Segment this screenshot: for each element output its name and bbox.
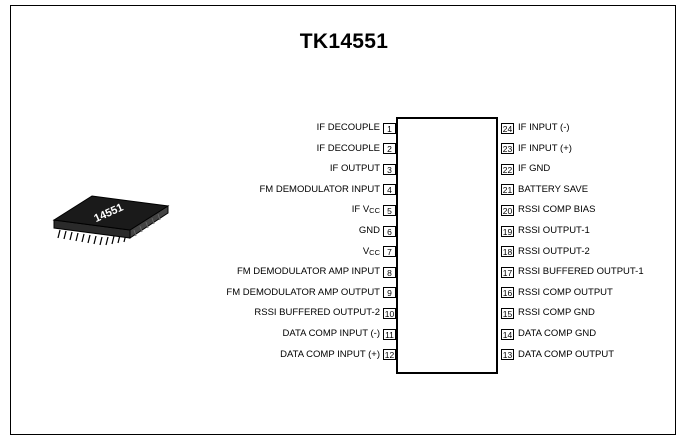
package-top <box>52 195 170 231</box>
pin-label-3: IF OUTPUT <box>330 163 380 175</box>
pin-number-24: 24 <box>501 122 514 134</box>
pin-number-6: 6 <box>383 225 396 237</box>
pin-label-13: DATA COMP OUTPUT <box>518 348 615 360</box>
pin-number-11: 11 <box>383 328 396 340</box>
pin-number-16: 16 <box>501 287 514 299</box>
package-illustration: 14551 <box>52 195 170 246</box>
pin-label-text: DATA COMP INPUT (-) <box>282 328 380 339</box>
pin-label-23: IF INPUT (+) <box>518 142 572 154</box>
package-pins-back <box>133 213 161 237</box>
pin-label-1: IF DECOUPLE <box>317 122 380 134</box>
pin-label-text: FM DEMODULATOR INPUT <box>259 183 380 195</box>
pin-number-18: 18 <box>501 246 514 258</box>
pin-label-text: FM DEMODULATOR AMP OUTPUT <box>226 286 380 298</box>
pin-label-15: RSSI COMP GND <box>518 307 595 319</box>
pin-label-22: IF GND <box>518 163 551 175</box>
pin-label-text: IF OUTPUT <box>329 163 380 175</box>
pin-label-text: DATA COMP INPUT (+) <box>280 348 380 360</box>
pin-number-20: 20 <box>501 204 514 216</box>
pin-label-18: RSSI OUTPUT-2 <box>518 245 590 257</box>
pin-number-1: 1 <box>383 122 396 134</box>
chip-body <box>396 117 498 374</box>
pin-number-15: 15 <box>501 307 514 319</box>
pin-label-text: GND <box>358 225 380 236</box>
pin-label-4: FM DEMODULATOR INPUT <box>259 184 380 196</box>
pin-label-text: V <box>362 245 370 257</box>
pin-label-20: RSSI COMP BIAS <box>518 204 596 216</box>
chip-title: TK14551 <box>299 30 389 53</box>
pin-label-text: FM DEMODULATOR AMP INPUT <box>236 266 380 278</box>
pin-label-21: BATTERY SAVE <box>518 183 589 195</box>
pin-label-text: IF DECOUPLE <box>316 122 380 133</box>
pin-label-17: RSSI BUFFERED OUTPUT-1 <box>518 266 644 278</box>
pin-number-23: 23 <box>501 143 514 155</box>
pin-label-9: FM DEMODULATOR AMP OUTPUT <box>226 287 380 299</box>
pin-number-4: 4 <box>383 184 396 196</box>
pin-number-9: 9 <box>383 287 396 299</box>
pin-label-8: FM DEMODULATOR AMP INPUT <box>237 266 380 278</box>
pin-number-10: 10 <box>383 307 396 319</box>
pin-label-12: DATA COMP INPUT (+) <box>280 349 380 361</box>
pin-label-6: GND <box>359 225 380 237</box>
pin-number-13: 13 <box>501 349 514 361</box>
pin-number-21: 21 <box>501 184 514 196</box>
pin-label-7: VCC <box>363 246 380 259</box>
pin-label-14: DATA COMP GND <box>518 328 597 339</box>
pin-number-8: 8 <box>383 266 396 278</box>
pin-label-5: IF VCC <box>352 204 380 217</box>
pin-number-22: 22 <box>501 163 514 175</box>
pin-number-7: 7 <box>383 246 396 258</box>
pin-label-text: IF DECOUPLE <box>316 142 380 154</box>
pin-label-subscript: CC <box>369 206 380 216</box>
pin-number-19: 19 <box>501 225 514 237</box>
pin-number-5: 5 <box>383 204 396 216</box>
pin-number-14: 14 <box>501 328 514 340</box>
pin-label-11: DATA COMP INPUT (-) <box>283 328 380 340</box>
pin-label-text: IF V <box>351 204 370 216</box>
pin-label-subscript: CC <box>369 247 380 257</box>
pin-label-16: RSSI COMP OUTPUT <box>518 286 613 298</box>
pin-label-24: IF INPUT (-) <box>518 122 570 133</box>
pin-number-17: 17 <box>501 266 514 278</box>
pin-number-12: 12 <box>383 349 396 361</box>
pin-label-10: RSSI BUFFERED OUTPUT-2 <box>254 307 380 319</box>
pin-label-19: RSSI OUTPUT-1 <box>518 225 590 236</box>
pin-number-2: 2 <box>383 143 396 155</box>
package-pins-front <box>57 229 127 246</box>
pin-number-3: 3 <box>383 163 396 175</box>
pin-label-2: IF DECOUPLE <box>317 143 380 155</box>
pin-label-text: RSSI BUFFERED OUTPUT-2 <box>254 307 380 319</box>
